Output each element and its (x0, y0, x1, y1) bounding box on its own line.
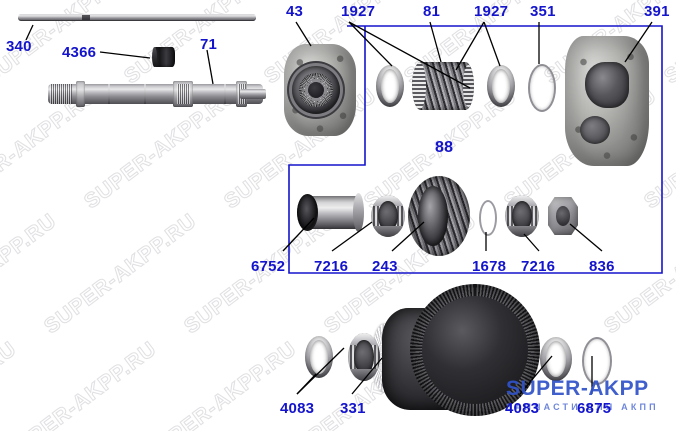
label-4366: 4366 (62, 44, 97, 61)
part-differential-ring-gear (410, 284, 540, 416)
part-input-shaft-71 (48, 81, 263, 107)
watermark-text: SUPER-AKPP.RU (0, 209, 61, 339)
label-1927-right: 1927 (474, 3, 509, 20)
part-bearing-race-4083-right (540, 337, 572, 381)
label-group-88: 88 (435, 139, 454, 156)
label-4083-left: 4083 (280, 400, 315, 417)
part-selector-shaft-340 (18, 14, 256, 21)
label-7216-left: 7216 (314, 258, 349, 275)
label-7216-right: 7216 (521, 258, 556, 275)
label-6752: 6752 (251, 258, 286, 275)
part-tapered-bearing-7216-right (505, 195, 539, 237)
label-836: 836 (589, 258, 615, 275)
label-81: 81 (423, 3, 441, 20)
label-391: 391 (644, 3, 670, 20)
watermark-text: SUPER-AKPP.RU (39, 209, 201, 339)
part-output-sleeve-6752 (297, 193, 364, 232)
label-6875: 6875 (577, 400, 612, 417)
watermark-text: SUPER-AKPP.RU (0, 337, 21, 431)
part-bushing-4366 (152, 47, 175, 67)
label-1927-left: 1927 (341, 3, 376, 20)
label-340: 340 (6, 38, 32, 55)
part-input-shaft-71-tip (240, 89, 266, 99)
watermark-text: SUPER-AKPP.RU (0, 337, 161, 431)
part-helical-drive-gear-81 (412, 62, 474, 110)
part-bearing-race-4083-left (305, 336, 333, 378)
label-243: 243 (372, 258, 398, 275)
part-rear-housing-lower-bore-391 (580, 116, 610, 144)
part-output-helical-gear-243 (408, 176, 470, 256)
part-snap-ring-1678 (479, 200, 497, 236)
part-differential-bearing-331 (348, 333, 380, 381)
part-rear-housing-bore-391 (585, 62, 629, 108)
watermark-text: SUPER-AKPP.RU (139, 337, 301, 431)
label-4083-right: 4083 (505, 400, 540, 417)
part-tapered-bearing-7216-left (371, 195, 405, 237)
label-351: 351 (530, 3, 556, 20)
label-71: 71 (200, 36, 218, 53)
part-o-ring-6875 (582, 337, 612, 385)
part-lock-nut-836 (548, 197, 578, 235)
part-bearing-race-1927-left (376, 65, 404, 107)
label-331: 331 (340, 400, 366, 417)
part-oil-pump-splines-43 (299, 73, 333, 107)
label-43: 43 (286, 3, 304, 20)
part-bearing-race-1927-right (487, 65, 515, 107)
label-1678: 1678 (472, 258, 507, 275)
part-o-ring-351 (528, 64, 556, 112)
